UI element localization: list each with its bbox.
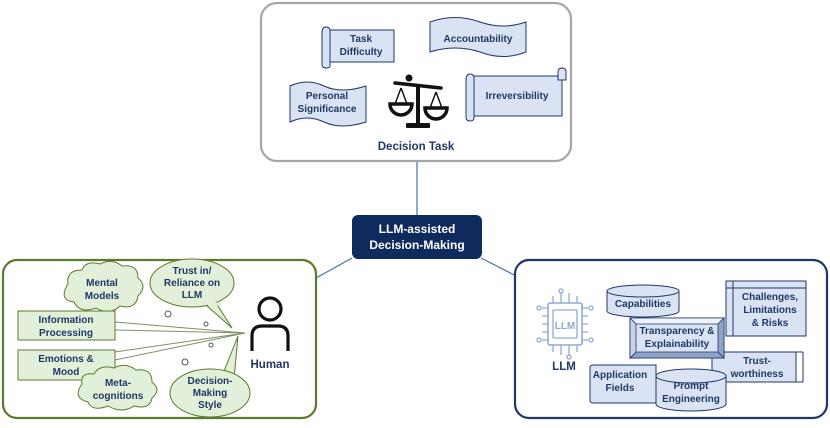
prompt-engineering-line1: Prompt	[674, 381, 710, 392]
challenges-line3: & Risks	[752, 318, 789, 329]
box-transparency: Transparency & Explainability	[629, 317, 725, 359]
trust-line1: Trust in/	[173, 266, 212, 277]
irreversibility-label: Irreversibility	[486, 91, 549, 102]
trust-line2: Reliance on	[164, 278, 220, 289]
decision-task-label: Decision Task	[378, 141, 455, 153]
cloud-metacognitions: Meta- cognitions	[77, 364, 158, 411]
box-information-processing: Information Processing	[17, 310, 116, 341]
application-fields-line1: Application	[593, 370, 647, 381]
task-difficulty-line2: Difficulty	[340, 47, 383, 58]
style-line3: Style	[198, 400, 222, 411]
center-line1: LLM-assisted	[379, 222, 456, 236]
transparency-line2: Explainability	[645, 339, 710, 350]
connector-llm	[480, 257, 521, 279]
balance-scale-icon	[388, 74, 449, 128]
chip-icon	[536, 288, 594, 360]
personal-significance-line2: Significance	[298, 104, 357, 115]
llm-label: LLM	[552, 361, 576, 373]
scroll-irreversibility: Irreversibility	[465, 67, 567, 122]
cylinder-capabilities: Capabilities	[606, 284, 680, 318]
cloud-mental-models: Mental Models	[63, 260, 144, 312]
challenges-line2: Limitations	[743, 305, 797, 316]
info-processing-line2: Processing	[39, 328, 93, 339]
human-pointer-lines	[114, 321, 246, 361]
mental-models-line2: Models	[85, 291, 120, 302]
scroll-task-difficulty: Task Difficulty	[321, 26, 395, 69]
application-fields-line2: Fields	[606, 383, 635, 394]
cylinder-prompt-engineering: Prompt Engineering	[655, 368, 727, 412]
mental-models-line1: Mental	[86, 278, 118, 289]
center-line2: Decision-Making	[369, 238, 464, 252]
banner-personal-significance: Personal Significance	[289, 81, 367, 127]
style-line1: Decision-	[187, 376, 232, 387]
connector-human	[315, 257, 353, 279]
thought-dots	[164, 310, 214, 366]
transparency-line1: Transparency &	[639, 326, 714, 337]
chip-text: LLM	[555, 321, 576, 332]
bubble-decision-making-style: Decision- Making Style	[169, 335, 251, 418]
prompt-engineering-line2: Engineering	[662, 394, 720, 405]
metacognitions-line2: cognitions	[93, 391, 144, 402]
trustworthiness-line2: worthiness	[730, 369, 784, 380]
emotions-line2: Mood	[53, 367, 80, 378]
center-node	[352, 215, 482, 259]
human-person-icon	[250, 296, 290, 351]
challenges-line1: Challenges,	[742, 292, 798, 303]
bubble-trust: Trust in/ Reliance on LLM	[149, 258, 235, 329]
box-challenges: Challenges, Limitations & Risks	[725, 280, 807, 337]
style-line2: Making	[193, 388, 227, 399]
accountability-label: Accountability	[444, 34, 513, 45]
banner-accountability: Accountability	[429, 17, 527, 57]
task-difficulty-line1: Task	[350, 34, 372, 45]
trust-line3: LLM	[182, 290, 203, 301]
trustworthiness-line1: Trust-	[743, 356, 771, 367]
metacognitions-line1: Meta-	[105, 378, 131, 389]
emotions-line1: Emotions &	[38, 354, 94, 365]
personal-significance-line1: Personal	[306, 91, 348, 102]
info-processing-line1: Information	[39, 315, 94, 326]
box-application-fields: Application Fields	[589, 364, 657, 404]
capabilities-label: Capabilities	[615, 299, 672, 310]
human-label: Human	[251, 359, 290, 371]
